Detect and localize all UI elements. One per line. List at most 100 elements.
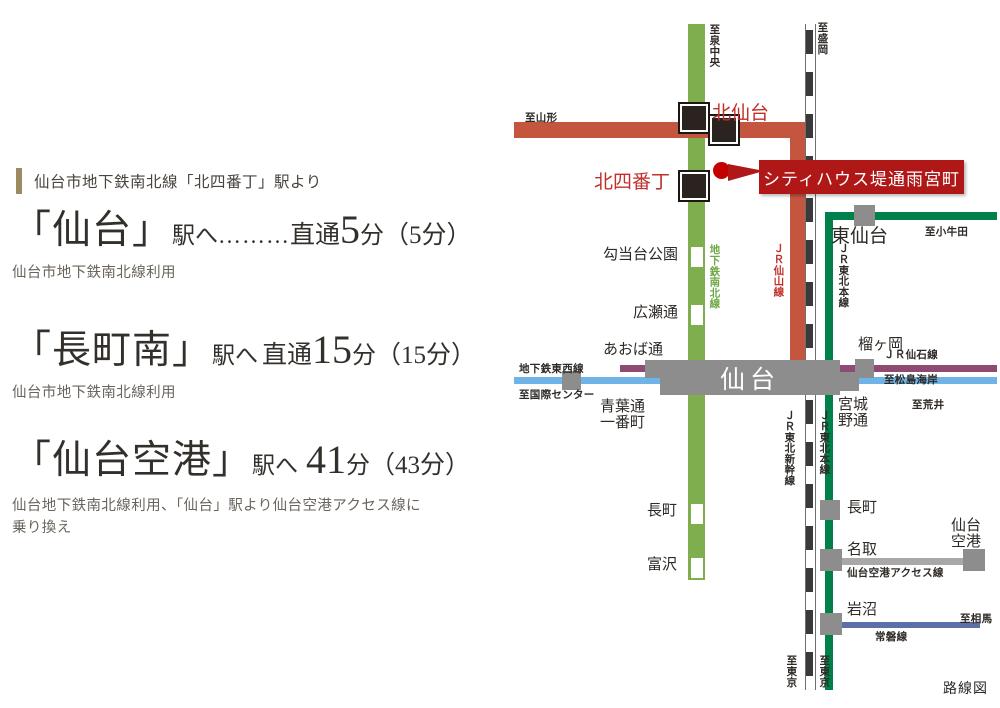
shinkansen-dash bbox=[806, 568, 813, 592]
shinkansen-dash bbox=[806, 282, 813, 306]
route-to-label: 駅へ bbox=[172, 223, 219, 248]
access-info-panel: 仙台市地下鉄南北線「北四番丁」駅より 「仙台」駅へ………直通5分（5分） 仙台市… bbox=[12, 168, 482, 540]
station-label-hirosedori: 広瀬通 bbox=[633, 305, 679, 321]
route-alt-minutes: （15分） bbox=[376, 342, 477, 369]
station-marker-kita-yobancho[interactable] bbox=[678, 170, 710, 202]
route-note: 仙台地下鉄南北線利用、「仙台」駅より仙台空港アクセス線に 乗り換え bbox=[12, 498, 421, 537]
shinkansen-dash bbox=[806, 198, 813, 222]
direction-label-soma: 至相馬 bbox=[960, 614, 993, 625]
station-label-kita-sendai: 北仙台 bbox=[712, 103, 770, 124]
station-marker-tomizawa[interactable] bbox=[690, 557, 704, 579]
station-label-sendai-airport: 仙台 空港 bbox=[951, 518, 982, 550]
route-dots: ……… bbox=[218, 223, 291, 248]
shinkansen-dash bbox=[806, 324, 813, 348]
route-direct-label: 直通 bbox=[262, 342, 313, 369]
direction-label-morioka: 至盛岡 bbox=[816, 22, 828, 55]
station-marker-kita-sendai[interactable] bbox=[678, 102, 710, 134]
station-marker-higashi-sendai[interactable] bbox=[854, 205, 875, 226]
route-item: 「仙台空港」駅へ 41分（43分） 仙台地下鉄南北線利用、「仙台」駅より仙台空港… bbox=[12, 440, 482, 540]
station-label-natori: 名取 bbox=[847, 542, 878, 558]
station-marker-nagamachi-jr[interactable] bbox=[820, 500, 840, 520]
station-marker-miyaginodori[interactable] bbox=[840, 372, 859, 391]
route-to-label: 駅へ bbox=[252, 453, 299, 478]
route-minutes-unit: 分 bbox=[352, 343, 377, 369]
station-label-iwanuma: 岩沼 bbox=[847, 602, 878, 618]
line-label-jr-tohoku-honsen-lower: ＪＲ東北本線 bbox=[818, 410, 830, 475]
subway-nanboku-line bbox=[688, 24, 705, 580]
shinkansen-dash bbox=[806, 30, 813, 54]
shinkansen-dash bbox=[806, 72, 813, 96]
route-minutes-unit: 分 bbox=[346, 453, 371, 479]
jr-tohoku-honsen-branch bbox=[825, 212, 997, 220]
direction-label-kokusai-center: 至国際センター bbox=[519, 390, 595, 401]
station-marker-hirosedori[interactable] bbox=[690, 304, 704, 326]
station-label-aobadori: あおば通 bbox=[603, 342, 664, 358]
railway-route-map: 仙台 シティハウス堤通雨宮町 至泉中央 至盛岡 至山形 bbox=[500, 0, 1000, 708]
station-label-tomizawa: 富沢 bbox=[647, 557, 678, 573]
kicker-text: 仙台市地下鉄南北線「北四番丁」駅より bbox=[34, 174, 322, 191]
station-label-aobadori-ichibancho: 青葉通 一番町 bbox=[600, 399, 646, 431]
shinkansen-dash bbox=[806, 442, 813, 466]
route-minutes: 5 bbox=[340, 207, 361, 252]
station-marker-nagamachi-subway[interactable] bbox=[690, 503, 704, 525]
direction-label-izumi-chuo: 至泉中央 bbox=[708, 24, 720, 68]
sendai-airport-access-line bbox=[825, 558, 978, 565]
line-label-jr-tohoku-shinkansen: ＪＲ東北新幹線 bbox=[783, 410, 795, 486]
station-marker-aobadori[interactable] bbox=[645, 360, 663, 378]
station-marker-kita-sendai-senzan[interactable] bbox=[708, 114, 740, 146]
shinkansen-dash bbox=[806, 240, 813, 264]
station-marker-natori[interactable] bbox=[820, 549, 842, 571]
jr-tohoku-honsen-line bbox=[825, 212, 833, 690]
shinkansen-dash bbox=[806, 484, 813, 508]
route-minutes: 15 bbox=[312, 327, 353, 372]
property-location-dot[interactable] bbox=[713, 162, 730, 179]
direction-label-arai: 至荒井 bbox=[912, 400, 945, 411]
route-item: 「仙台」駅へ………直通5分（5分） 仙台市地下鉄南北線利用 bbox=[12, 210, 482, 284]
route-note: 仙台市地下鉄南北線利用 bbox=[12, 265, 176, 281]
line-label-jr-senzan: ＪＲ仙山線 bbox=[772, 243, 784, 297]
route-to-label: 駅へ bbox=[212, 343, 259, 368]
station-label-tsutsujigaoka: 榴ヶ岡 bbox=[858, 337, 904, 353]
property-callout[interactable]: シティハウス堤通雨宮町 bbox=[759, 160, 964, 194]
station-label-nagamachi-jr: 長町 bbox=[847, 500, 878, 516]
jr-senzan-line-vertical bbox=[790, 187, 807, 385]
line-label-subway-nanboku: 地下鉄南北線 bbox=[708, 244, 720, 309]
route-station-name: 「仙台空港」 bbox=[12, 439, 253, 482]
jr-tohoku-shinkansen-line bbox=[805, 24, 816, 690]
station-label-miyaginodori: 宮城 野通 bbox=[838, 397, 869, 429]
route-station-name: 「長町南」 bbox=[12, 329, 213, 372]
route-direct-label: 直通 bbox=[290, 222, 341, 249]
station-marker-kotodai-koen[interactable] bbox=[690, 246, 704, 268]
shinkansen-dash bbox=[806, 610, 813, 634]
direction-label-senseki-line: ＪＲ仙石線 bbox=[884, 350, 938, 361]
map-caption: 路線図 bbox=[943, 682, 988, 697]
route-alt-minutes: （43分） bbox=[370, 452, 471, 479]
station-marker-tsutsujigaoka[interactable] bbox=[855, 359, 874, 378]
station-marker-sendai-airport[interactable] bbox=[963, 549, 985, 571]
direction-label-matsushima-kaigan: 至松島海岸 bbox=[884, 375, 938, 386]
station-label-kotodai-koen: 勾当台公園 bbox=[603, 247, 679, 263]
direction-label-kogota: 至小牛田 bbox=[925, 227, 969, 238]
line-label-tozai: 地下鉄東西線 bbox=[519, 364, 584, 375]
shinkansen-dash bbox=[806, 114, 813, 138]
shinkansen-dash bbox=[806, 652, 813, 676]
direction-label-tokyo-shinkansen: 至東京 bbox=[785, 655, 797, 688]
station-marker-aobadori-ichibancho[interactable] bbox=[562, 371, 581, 390]
route-minutes: 41 bbox=[306, 437, 347, 482]
shinkansen-dash bbox=[806, 400, 813, 424]
accent-bar bbox=[16, 168, 22, 194]
route-station-name: 「仙台」 bbox=[12, 209, 173, 252]
route-minutes-unit: 分 bbox=[360, 223, 385, 249]
panel-kicker: 仙台市地下鉄南北線「北四番丁」駅より bbox=[16, 168, 322, 194]
sendai-station-hub[interactable]: 仙台 bbox=[660, 360, 840, 395]
station-label-kita-yobancho: 北四番丁 bbox=[594, 172, 671, 193]
route-alt-minutes: （5分） bbox=[384, 222, 472, 249]
station-marker-iwanuma[interactable] bbox=[820, 613, 842, 635]
route-note: 仙台市地下鉄南北線利用 bbox=[12, 385, 176, 401]
property-name: シティハウス堤通雨宮町 bbox=[763, 169, 960, 189]
line-label-jr-tohoku-honsen-upper: ＪＲ東北本線 bbox=[837, 243, 849, 308]
callout-tail bbox=[728, 164, 764, 181]
shinkansen-dash bbox=[806, 526, 813, 550]
joban-line bbox=[825, 622, 980, 628]
